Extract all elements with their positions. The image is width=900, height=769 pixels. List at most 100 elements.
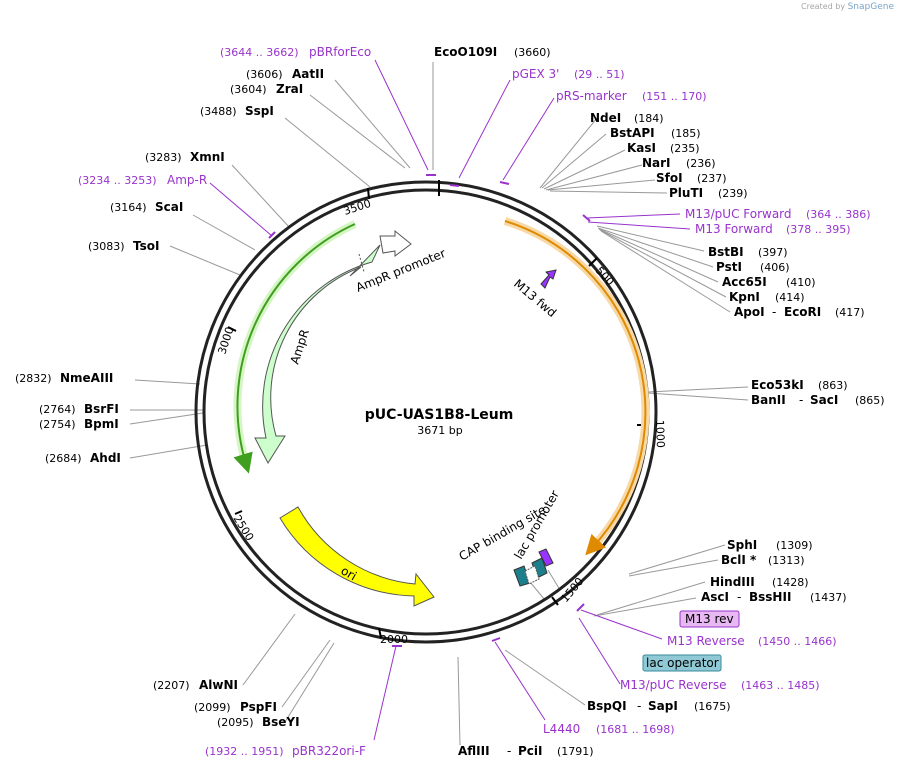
site-saci: SacI [810, 393, 838, 407]
site-saci-pos: (865) [855, 394, 885, 407]
site-bpmi: BpmI [84, 417, 119, 431]
site-tsoi-pos: (3083) [88, 240, 125, 253]
site-afliii: AflIII [458, 744, 490, 758]
site-sspi: SspI [245, 104, 274, 118]
site-ecoo109i: EcoO109I [434, 45, 497, 59]
site-bpmi-pos: (2754) [39, 418, 76, 431]
primer-m13-reverse-range: (1450 .. 1466) [758, 635, 837, 648]
tick-3500: 3500 [342, 197, 373, 218]
primer-site-marks [268, 174, 591, 647]
site-pcii: PciI [518, 744, 543, 758]
site-ecori: EcoRI [784, 305, 821, 319]
primer-m13-puc-reverse-range: (1463 .. 1485) [741, 679, 820, 692]
site-dash: - [507, 744, 511, 758]
feature-m13-fwd [540, 269, 557, 289]
primer-lines [209, 59, 691, 741]
site-aatii-pos: (3606) [246, 68, 283, 81]
site-acc65i-pos: (410) [786, 276, 816, 289]
site-sphi: SphI [727, 538, 757, 552]
primer-pgex3-range: (29 .. 51) [574, 68, 625, 81]
site-kpni: KpnI [729, 290, 760, 304]
primer-l4440: L4440 [543, 722, 580, 736]
site-sfoi-pos: (237) [697, 172, 727, 185]
site-tsoi: TsoI [133, 239, 159, 253]
label-ori: ori [339, 563, 360, 583]
backbone-outer [194, 180, 658, 644]
site-dash: - [772, 305, 776, 319]
lac-operator-box [642, 654, 722, 672]
primer-m13-reverse: M13 Reverse [667, 634, 745, 648]
primer-prs-marker-range: (151 .. 170) [642, 90, 707, 103]
feature-lac-operator-mark [524, 565, 540, 585]
site-zrai-pos: (3604) [230, 83, 267, 96]
primer-pbrforeco-range: (3644 .. 3662) [220, 46, 299, 59]
leader-lines [129, 62, 749, 746]
restriction-sites-right: NdeI (184) BstAPI (185) KasI (235) NarI … [458, 111, 885, 758]
label-lac-operator: lac operator [646, 656, 719, 670]
primer-m13-puc-reverse: M13/pUC Reverse [620, 678, 727, 692]
snapgene-logo-text: SnapGene [847, 2, 894, 12]
site-ndei-pos: (184) [634, 112, 664, 125]
restriction-sites-left: EcoO109I (3660) (3606) AatII (3604) ZraI… [15, 45, 551, 729]
primer-amp-r: Amp-R [167, 173, 207, 187]
label-m13-fwd: M13 fwd [511, 277, 559, 320]
site-eco53ki: Eco53kI [751, 378, 804, 392]
feature-arc-orange [504, 220, 647, 556]
site-sfoi: SfoI [656, 171, 683, 185]
site-xmni: XmnI [190, 150, 225, 164]
tick-2000: 2000 [380, 633, 408, 646]
site-sapi: SapI [648, 699, 678, 713]
ampr-promoter-divider [358, 253, 365, 273]
site-zrai: ZraI [276, 82, 303, 96]
site-pspfi: PspFI [240, 700, 277, 714]
site-nmeaiii: NmeAIII [60, 371, 113, 385]
site-bstbi-pos: (397) [758, 246, 788, 259]
primer-amp-r-range: (3234 .. 3253) [78, 174, 157, 187]
primer-pbrforeco: pBRforEco [309, 45, 371, 59]
site-nari-pos: (236) [686, 157, 716, 170]
snapgene-credit: Created by SnapGene [801, 2, 894, 12]
primer-m13-puc-forward-range: (364 .. 386) [806, 208, 871, 221]
site-dash: - [799, 393, 803, 407]
site-pluti: PluTI [669, 186, 703, 200]
primer-m13-forward: M13 Forward [695, 222, 773, 236]
boxed-feature-labels: M13 rev lac operator [642, 610, 740, 672]
feature-arc-orange-fill [503, 217, 650, 551]
site-pluti-pos: (239) [718, 187, 748, 200]
site-bsshii: BssHII [749, 590, 791, 604]
site-pspfi-pos: (2099) [194, 701, 231, 714]
primer-pbr322ori-f-range: (1932 .. 1951) [205, 745, 284, 758]
site-kpni-pos: (414) [775, 291, 805, 304]
site-acc65i: Acc65I [722, 275, 767, 289]
site-bstapi-pos: (185) [671, 127, 701, 140]
site-scai-pos: (3164) [110, 201, 147, 214]
feature-arc-green [233, 223, 356, 474]
site-kasi-pos: (235) [670, 142, 700, 155]
primer-pbr322ori-f: pBR322ori-F [292, 744, 366, 758]
site-pcii-pos: (1791) [557, 745, 594, 758]
site-xmni-pos: (3283) [145, 151, 182, 164]
site-nari: NarI [642, 156, 671, 170]
primer-m13-puc-forward: M13/pUC Forward [685, 207, 792, 221]
site-nmeaiii-pos: (2832) [15, 372, 52, 385]
site-dash: - [637, 699, 641, 713]
feature-ori [279, 506, 435, 607]
site-bspqi: BspQI [587, 699, 627, 713]
credit-text: Created by [801, 2, 846, 11]
feature-lac-promoter [538, 548, 554, 567]
feature-ampr [254, 244, 381, 465]
site-bsrfi: BsrFI [84, 402, 119, 416]
site-hindiii-pos: (1428) [772, 576, 809, 589]
site-bsrfi-pos: (2764) [39, 403, 76, 416]
site-ecoo109i-pos: (3660) [514, 46, 551, 59]
site-bsshii-pos: (1437) [810, 591, 847, 604]
plasmid-length: 3671 bp [417, 424, 462, 437]
site-banii: BanII [751, 393, 786, 407]
m13-rev-box [679, 610, 740, 628]
primer-l4440-range: (1681 .. 1698) [596, 723, 675, 736]
primer-m13-forward-range: (378 .. 395) [786, 223, 851, 236]
feature-ampr-promoter [379, 229, 412, 257]
site-bcli: BclI * [721, 553, 757, 567]
site-alwni-pos: (2207) [153, 679, 190, 692]
